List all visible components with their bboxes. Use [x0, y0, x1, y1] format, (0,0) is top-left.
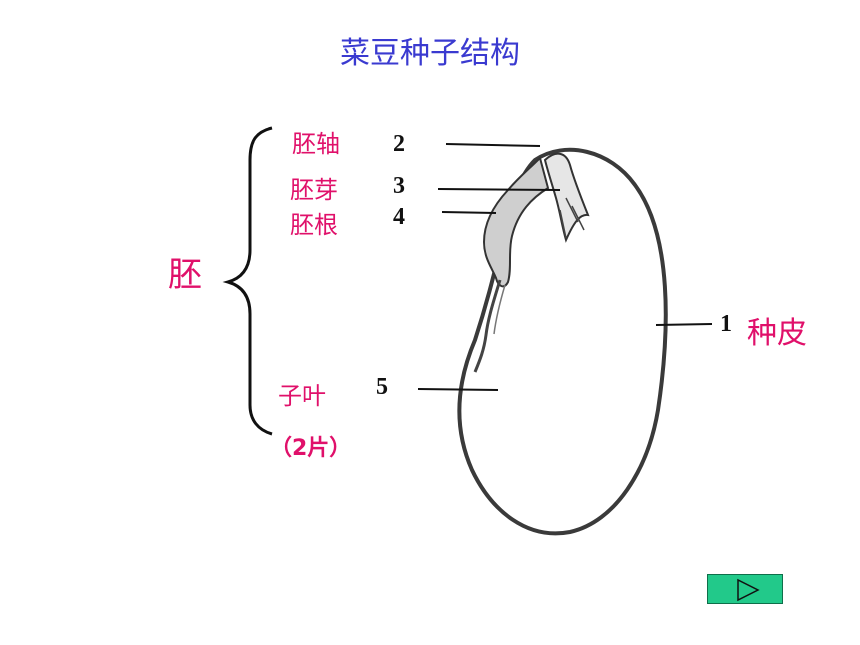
number-4: 4: [393, 204, 405, 230]
pointer-line-2: [445, 143, 541, 147]
seed-coat-label: 种皮: [747, 316, 807, 351]
plumule-label: 胚芽: [290, 176, 338, 204]
play-triangle-icon: [737, 578, 760, 602]
cotyledon-count-label: （2片）: [270, 436, 352, 461]
pointer-line-3: [437, 188, 561, 191]
number-1: 1: [720, 311, 732, 337]
cotyledon-edge-inner: [493, 284, 506, 335]
embryo-axis-label: 胚轴: [292, 130, 340, 158]
pointer-line-5: [417, 388, 499, 391]
number-3: 3: [393, 173, 405, 199]
cotyledon-edge: [473, 279, 502, 373]
cotyledon-label: 子叶: [278, 382, 326, 410]
number-5: 5: [376, 374, 388, 400]
pointer-line-4: [441, 211, 497, 214]
next-slide-button[interactable]: [707, 574, 783, 604]
plumule-detail: [559, 197, 585, 239]
embryo-label: 胚: [168, 255, 202, 295]
pointer-line-1: [655, 323, 713, 326]
radicle-label: 胚根: [290, 211, 338, 239]
embryo-brace: [222, 126, 273, 436]
page-title: 菜豆种子结构: [340, 36, 520, 71]
number-2: 2: [393, 131, 405, 157]
